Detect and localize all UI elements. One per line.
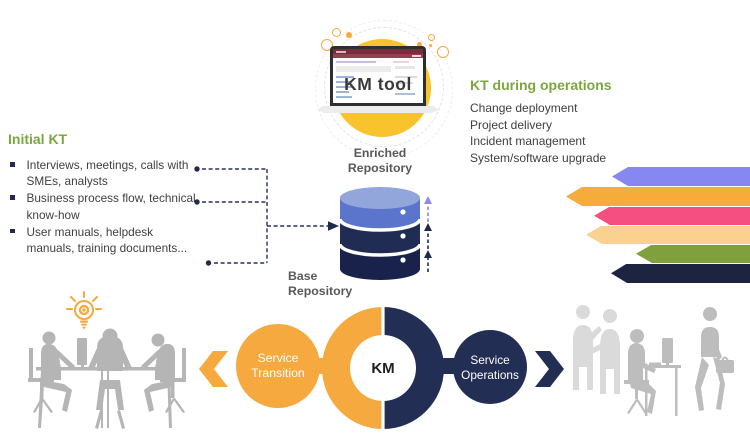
chevron-right-icon <box>535 351 564 387</box>
screen-subheader-bar <box>333 54 423 58</box>
screen-header-bar <box>333 49 423 54</box>
square-bullet-icon <box>10 228 15 234</box>
decorative-dot-icon <box>321 39 333 51</box>
kt-arrow-band <box>586 225 750 244</box>
kt-operations-section: KT during operations Change deployment P… <box>470 77 680 166</box>
enriched-repository-label: Enriched Repository <box>347 146 413 175</box>
kt-operations-item: Project delivery <box>470 117 553 132</box>
kt-operations-title: KT during operations <box>470 77 612 93</box>
kt-arrow-band <box>611 263 750 283</box>
decorative-dashed-ring <box>315 20 453 158</box>
laptop-screen <box>333 49 423 103</box>
chevron-left-icon <box>199 351 228 387</box>
decorative-dot-icon <box>428 34 435 41</box>
kt-arrow-band <box>612 167 750 186</box>
base-repository-label: Base Repository <box>288 269 353 298</box>
decorative-dot-icon <box>437 46 449 58</box>
kt-arrow-band <box>566 187 750 206</box>
initial-kt-title: Initial KT <box>8 131 68 147</box>
database-cylinder-icon <box>338 187 422 280</box>
decorative-dot-icon <box>346 32 352 38</box>
initial-kt-item: Interviews, meetings, calls with SMEs, a… <box>8 157 200 189</box>
decorative-dot-icon <box>417 42 422 47</box>
decorative-dot-icon <box>332 28 341 37</box>
initial-kt-item: User manuals, helpdesk manuals, training… <box>8 224 200 256</box>
square-bullet-icon <box>10 162 15 167</box>
meeting-team-silhouette <box>28 291 186 429</box>
km-center-label: KM <box>371 360 395 377</box>
service-transition-label: Service Transition <box>251 351 305 380</box>
square-bullet-icon <box>10 195 15 200</box>
operations-team-silhouette <box>573 305 734 416</box>
kt-arrow-band <box>594 206 750 225</box>
initial-kt-section: Initial KT Interviews, meetings, calls w… <box>8 131 208 257</box>
initial-kt-item: Business process flow, technical know-ho… <box>8 190 200 222</box>
lightbulb-gear-icon <box>66 291 102 320</box>
laptop-base <box>317 106 439 113</box>
km-cycle-flow <box>199 305 564 433</box>
kt-operations-item: System/software upgrade <box>470 150 607 165</box>
km-tool-label: KM tool <box>344 74 412 94</box>
service-operations-label: Service Operations <box>461 353 519 382</box>
kt-operations-item: Incident management <box>470 134 586 148</box>
kt-arrow-band <box>636 244 750 263</box>
decorative-dot-icon <box>429 44 432 47</box>
enrichment-up-arrows <box>424 196 432 272</box>
kt-operations-item: Change deployment <box>470 101 578 115</box>
